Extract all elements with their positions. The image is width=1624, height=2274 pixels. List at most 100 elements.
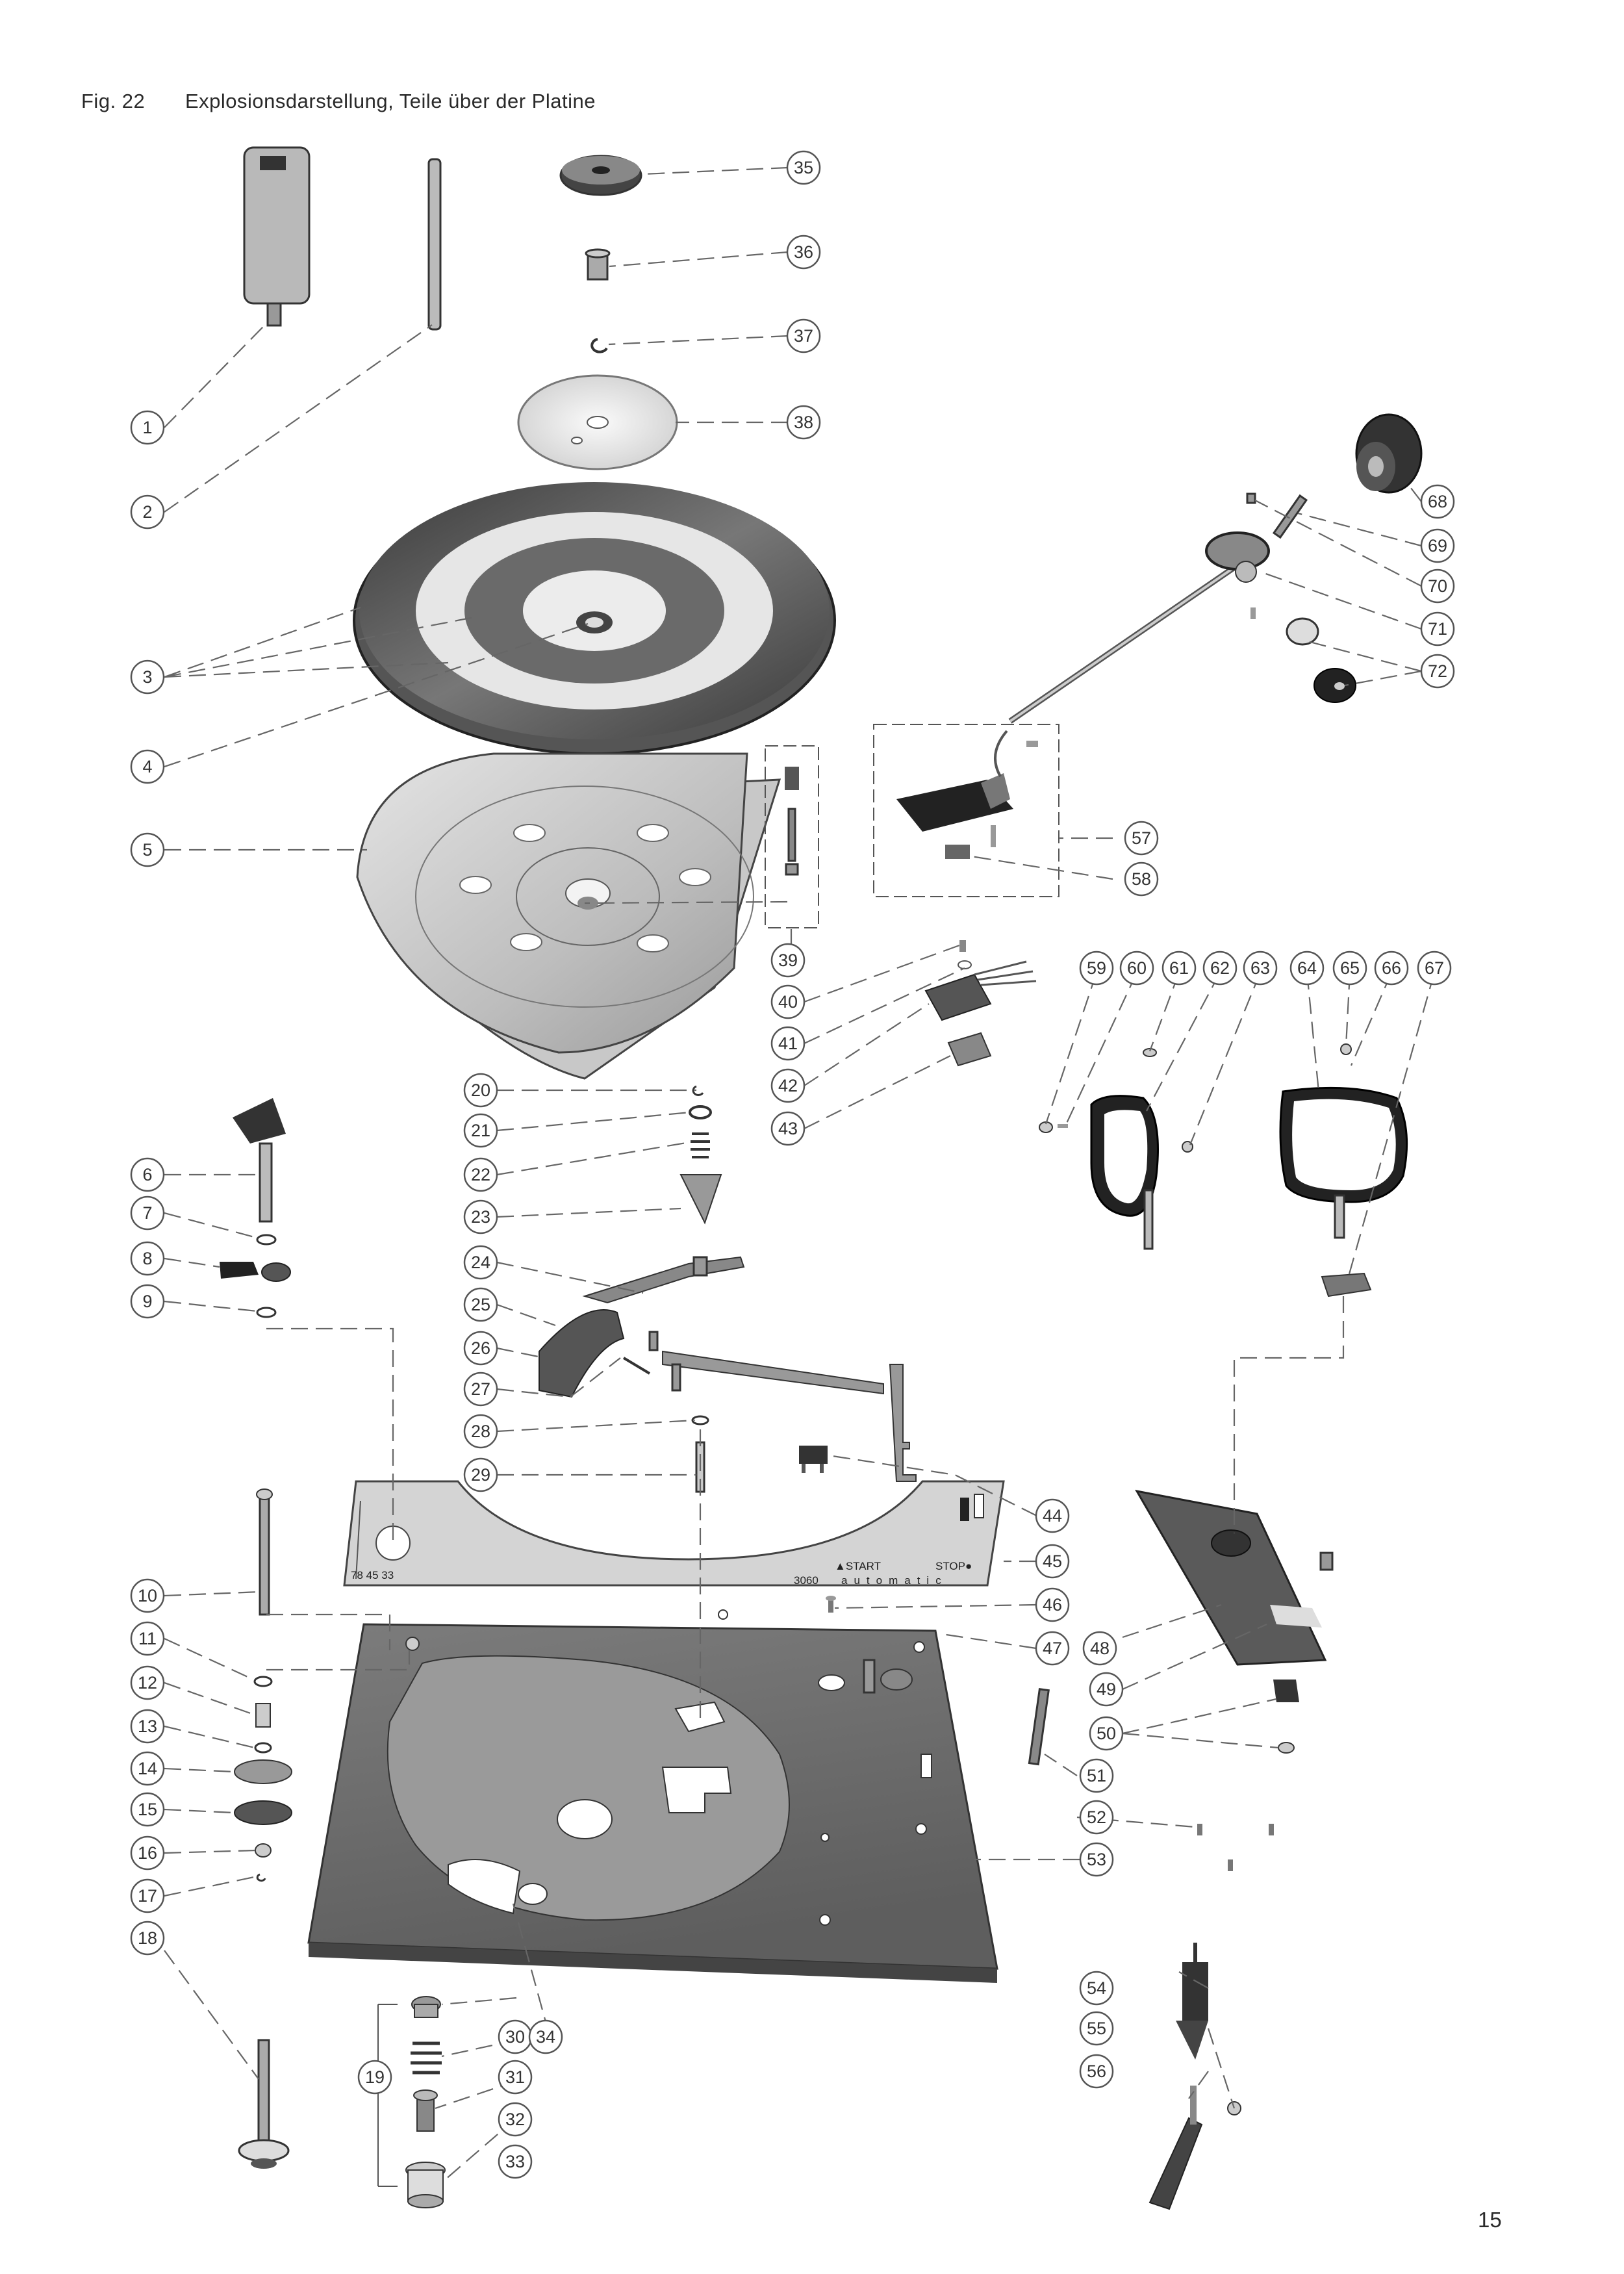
callout-number: 45 <box>1043 1552 1062 1571</box>
callout-number: 20 <box>471 1080 490 1100</box>
plate-speeds-text: 78 45 33 <box>351 1569 394 1581</box>
callout-number: 24 <box>471 1253 490 1272</box>
callout-circle <box>130 1621 165 1656</box>
callout-12: 12 <box>130 1665 165 1700</box>
callout-35: 35 <box>786 150 821 185</box>
callout-number: 5 <box>142 840 152 860</box>
callout-18: 18 <box>130 1921 165 1956</box>
callout-number: 57 <box>1132 828 1151 848</box>
callout-number: 62 <box>1210 958 1230 978</box>
callout-number: 2 <box>142 502 152 522</box>
callout-number: 67 <box>1425 958 1444 978</box>
callout-circle <box>1420 611 1455 646</box>
callout-circle <box>770 1111 806 1146</box>
callout-number: 68 <box>1428 492 1447 511</box>
part-48-50-side-block <box>1135 1489 1334 1754</box>
callout-16: 16 <box>130 1835 165 1871</box>
callout-28: 28 <box>463 1414 498 1449</box>
callout-circle <box>130 1241 165 1276</box>
callout-number: 28 <box>471 1422 490 1441</box>
callout-14: 14 <box>130 1751 165 1786</box>
callout-number: 48 <box>1090 1639 1110 1658</box>
callout-4: 4 <box>130 749 165 784</box>
part-45-speed-plate: 78 45 33 ▲START STOP● 3060 automatic <box>343 1480 1005 1587</box>
callout-69: 69 <box>1420 528 1455 563</box>
callout-circle <box>463 1113 498 1148</box>
parts-layer: 78 45 33 ▲START STOP● 3060 automatic <box>220 146 1423 2210</box>
callout-circle <box>130 832 165 867</box>
callout-circle <box>1202 951 1237 986</box>
callout-number: 17 <box>138 1886 157 1906</box>
plate-brand-text: automatic <box>841 1574 948 1587</box>
callout-number: 58 <box>1132 869 1151 889</box>
callout-number: 42 <box>778 1076 798 1095</box>
callout-circle <box>1079 951 1114 986</box>
callout-37: 37 <box>786 318 821 353</box>
callout-circle <box>1124 821 1159 856</box>
callout-number: 32 <box>505 2110 525 2129</box>
callout-circle <box>463 1331 498 1366</box>
callout-circle <box>463 1457 498 1492</box>
callout-67: 67 <box>1417 951 1452 986</box>
callout-72: 72 <box>1420 654 1455 689</box>
callout-61: 61 <box>1161 951 1197 986</box>
callout-47: 47 <box>1035 1631 1070 1666</box>
callout-number: 72 <box>1428 661 1447 681</box>
callout-65: 65 <box>1332 951 1367 986</box>
callout-circle <box>130 1792 165 1827</box>
callout-1: 1 <box>130 410 165 445</box>
callout-number: 14 <box>138 1759 157 1778</box>
part-59-67-lift-parts <box>1039 1043 1408 1297</box>
part-37-circlip <box>590 338 608 353</box>
callout-57: 57 <box>1124 821 1159 856</box>
callout-59: 59 <box>1079 951 1114 986</box>
callout-56: 56 <box>1079 2054 1114 2089</box>
callout-45: 45 <box>1035 1544 1070 1579</box>
callout-circle <box>463 1073 498 1108</box>
page-number: 15 <box>1478 2208 1502 2232</box>
callout-circle <box>357 2060 392 2095</box>
callout-circle <box>130 1195 165 1231</box>
callout-number: 10 <box>138 1586 157 1605</box>
callout-circle <box>1289 951 1325 986</box>
callout-circle <box>130 749 165 784</box>
callout-circle <box>1035 1631 1070 1666</box>
callout-number: 31 <box>505 2067 525 2087</box>
part-54-56-switch-bracket <box>1148 1943 1241 2210</box>
part-35-spindle-knob <box>559 155 642 196</box>
callout-circle <box>1420 654 1455 689</box>
callout-number: 7 <box>142 1203 152 1223</box>
callout-9: 9 <box>130 1284 165 1319</box>
callout-circle <box>1079 1758 1114 1793</box>
callout-number: 52 <box>1087 1808 1106 1827</box>
callout-number: 71 <box>1428 619 1447 639</box>
callout-number: 18 <box>138 1928 157 1948</box>
callout-circle <box>1079 1971 1114 2006</box>
part-39-spindle-assembly <box>765 745 819 928</box>
callout-number: 50 <box>1097 1724 1116 1743</box>
callout-circle <box>130 1284 165 1319</box>
callout-number: 11 <box>138 1629 157 1648</box>
callout-circle <box>528 2019 563 2054</box>
callout-number: 56 <box>1087 2062 1106 2081</box>
callout-circle <box>130 1878 165 1913</box>
callout-20: 20 <box>463 1073 498 1108</box>
plate-stop-text: STOP● <box>935 1560 972 1572</box>
figure-number: Fig. 22 <box>81 90 146 112</box>
callout-40: 40 <box>770 984 806 1019</box>
callout-number: 12 <box>138 1673 157 1693</box>
callout-51: 51 <box>1079 1758 1114 1793</box>
callout-number: 61 <box>1169 958 1189 978</box>
callout-53: 53 <box>1079 1842 1114 1877</box>
callout-number: 46 <box>1043 1595 1062 1615</box>
callout-23: 23 <box>463 1199 498 1234</box>
callout-number: 26 <box>471 1338 490 1358</box>
callout-circle <box>786 235 821 270</box>
callout-25: 25 <box>463 1287 498 1322</box>
callout-34: 34 <box>528 2019 563 2054</box>
callout-circle <box>130 1921 165 1956</box>
callout-22: 22 <box>463 1157 498 1192</box>
callout-42: 42 <box>770 1068 806 1103</box>
callout-number: 16 <box>138 1843 157 1863</box>
callout-60: 60 <box>1119 951 1154 986</box>
